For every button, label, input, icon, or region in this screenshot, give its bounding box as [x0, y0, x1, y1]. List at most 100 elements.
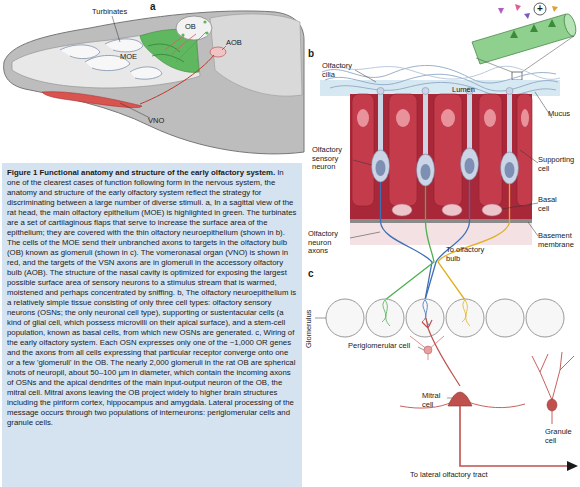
part-label: To olfactory bulb [446, 246, 496, 263]
dendrite [378, 92, 383, 154]
mitral-cell-body [448, 392, 472, 406]
cilium [340, 66, 560, 79]
axon-terminal [422, 300, 430, 326]
periglomerular-cell-body [424, 346, 432, 354]
cell-nucleus [441, 109, 455, 127]
moe-axons [165, 32, 206, 62]
part-label: Supporting cell [538, 156, 578, 173]
leader-line [418, 347, 424, 350]
cell-nucleus [484, 109, 496, 127]
glomerulus-dot [181, 33, 184, 36]
figure-title: Figure 1 Functional anatomy and structur… [7, 168, 275, 177]
cell-nucleus [376, 160, 386, 176]
glomerulus-circle [446, 299, 484, 337]
glomerulus-circle [526, 299, 564, 337]
part-label: VNO [148, 117, 164, 126]
granule-dendrite [532, 352, 574, 424]
dendritic-knob [506, 88, 513, 95]
cell-nucleus [357, 109, 369, 127]
supporting-cell [389, 94, 417, 206]
leader-line [447, 398, 452, 399]
axon-terminal [462, 300, 470, 326]
lamina-propria [350, 223, 532, 245]
part-label: Lumen [452, 86, 475, 95]
olfactory-sensory-neuron [372, 88, 519, 187]
dendritic-knob [422, 88, 429, 95]
part-label: Granule cell [545, 428, 575, 445]
supporting-cell [352, 94, 374, 206]
basement-membrane [350, 219, 532, 223]
neuron-body [372, 150, 390, 182]
glomerulus-circle [486, 299, 524, 337]
panel-letter: a [150, 1, 156, 13]
cell-nucleus [421, 164, 431, 180]
part-label: Olfactory neuron axons [308, 230, 352, 256]
turbinate [105, 39, 143, 52]
brain [210, 14, 302, 96]
part-label: Basal cell [538, 196, 568, 213]
arrow-head [567, 461, 578, 471]
epithelium-body [350, 94, 532, 220]
glomerulus-circle [366, 299, 404, 337]
mitral-dendrite [422, 318, 460, 386]
part-label: Mucus [548, 110, 570, 119]
panel-letter: b [308, 48, 314, 60]
osn-axon [425, 180, 470, 300]
axon-terminal [382, 300, 390, 326]
supporting-cell [434, 94, 462, 206]
dendritic-knob [377, 88, 384, 95]
dendrite [467, 92, 472, 154]
part-label: To lateral olfactory tract [410, 471, 488, 480]
part-label: Mitral cell [422, 392, 448, 409]
leader-line [112, 16, 120, 42]
leader-line [315, 318, 326, 319]
neuron-body [501, 152, 519, 184]
cell-nucleus [521, 109, 529, 127]
glomerulus-circle [406, 299, 444, 337]
part-label: Olfactory sensory neuron [312, 146, 354, 172]
basal-cell [392, 204, 412, 216]
vno-axons [140, 55, 214, 104]
head-outline [4, 11, 304, 154]
leader-line [350, 232, 380, 238]
part-label: Olfactory cilia [322, 62, 358, 79]
neuron-body [461, 148, 479, 180]
osn-axon [381, 182, 433, 300]
charge-symbol [534, 3, 546, 15]
turbinate [60, 45, 100, 59]
osn-axon [438, 184, 510, 300]
odorant [524, 13, 530, 19]
dendrite [507, 92, 512, 154]
basal-cell [482, 204, 502, 216]
supporting-cell [479, 94, 502, 206]
odorant [515, 4, 521, 11]
rat-head [4, 11, 304, 154]
accessory-olfactory-bulb [210, 47, 226, 57]
periglomerular-dendrite [410, 336, 444, 360]
glomerulus-circle [326, 299, 364, 337]
part-label: OB [185, 23, 196, 32]
part-label: Turbinates [92, 8, 127, 17]
receptor [510, 19, 556, 38]
cell-nucleus [465, 158, 475, 174]
cilium-end [562, 13, 578, 38]
part-label: Basement membrane [538, 232, 580, 249]
caption-box: Figure 1 Functional anatomy and structur… [2, 163, 302, 487]
vomeronasal-organ [42, 92, 142, 108]
cilium-cylinder [472, 14, 574, 64]
leader-line [353, 160, 372, 165]
panel-letter: c [308, 268, 314, 280]
leader-line [520, 150, 538, 163]
figure-caption: In one of the clearest cases of function… [7, 168, 296, 427]
odorant [498, 8, 504, 14]
part-label: MOE [120, 53, 137, 62]
turbinate [130, 67, 162, 79]
part-label: Periglomerular cell [348, 342, 410, 351]
supporting-cell [517, 94, 532, 206]
inset-leader [476, 36, 574, 72]
granule-cell-body [547, 399, 557, 411]
charge-sign: + [534, 3, 546, 15]
basal-cell [442, 204, 462, 216]
leader-line [528, 222, 538, 236]
